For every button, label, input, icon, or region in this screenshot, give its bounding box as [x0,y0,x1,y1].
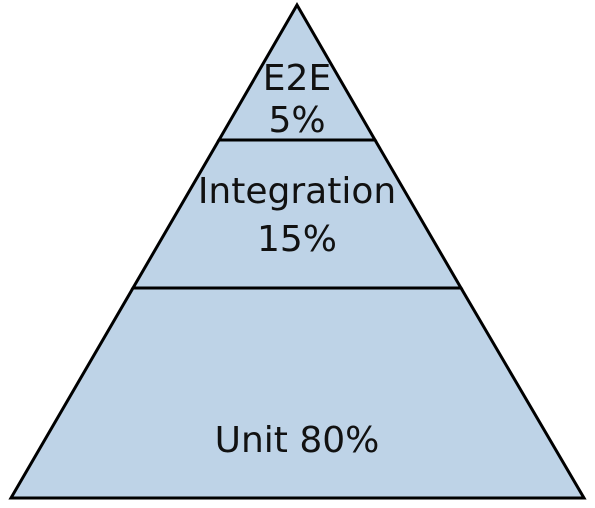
tier-e2e-name: E2E [263,58,331,99]
tier-integration [130,138,464,290]
tier-unit [8,286,587,500]
tier-e2e-percent: 5% [268,100,325,141]
tier-integration-name: Integration [198,171,396,212]
tier-unit-label: Unit 80% [215,420,380,461]
tier-integration-percent: 15% [257,219,337,260]
